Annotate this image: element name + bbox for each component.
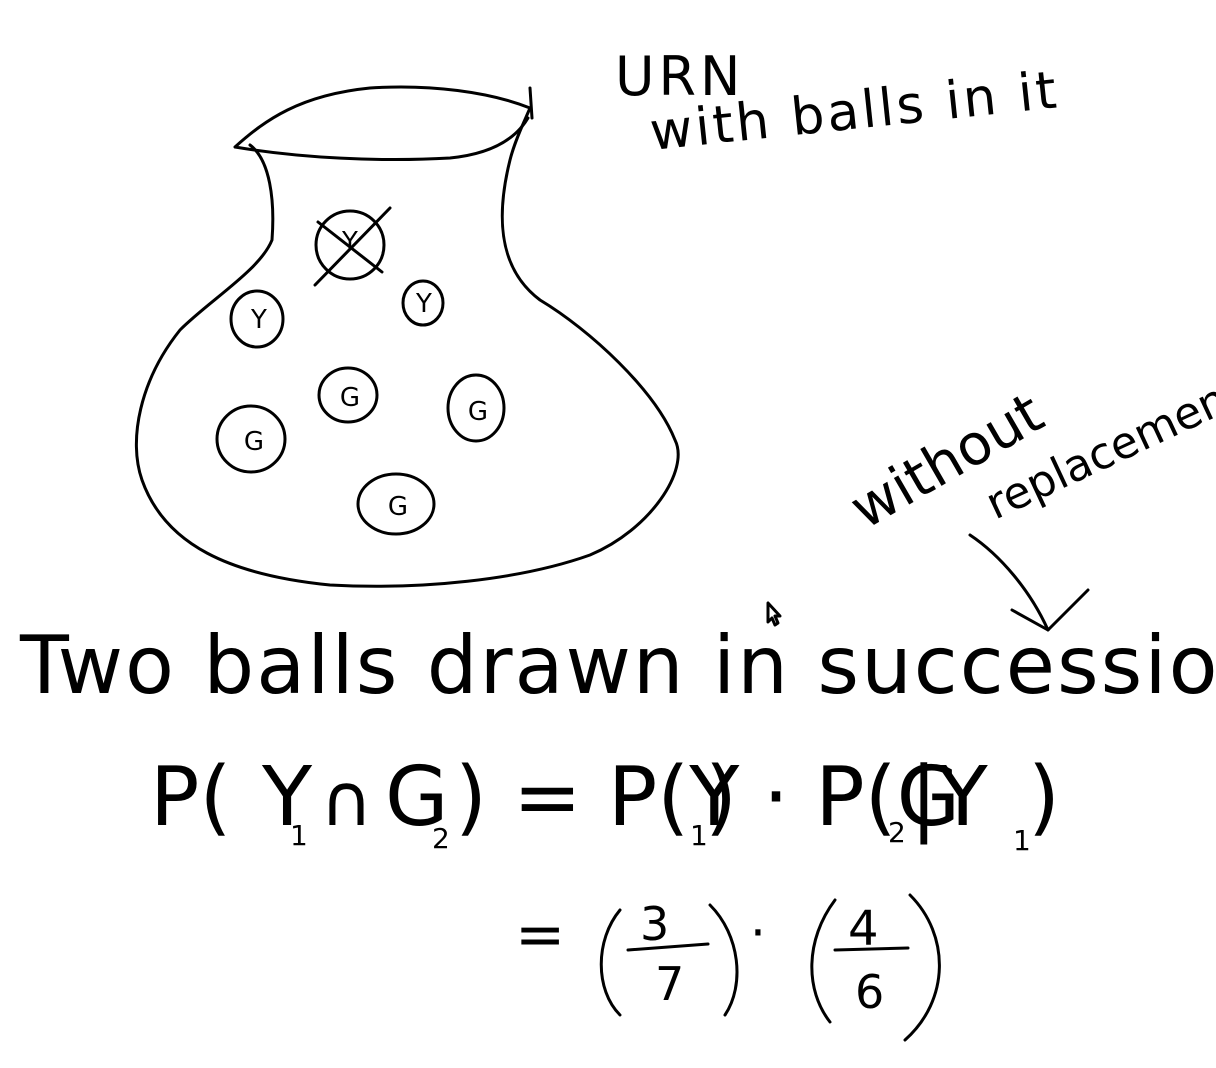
- ball-y-crossed: Y: [313, 206, 392, 287]
- ball-y: Y: [401, 279, 445, 327]
- urn-drawing: [134, 85, 680, 588]
- eq2-dot: ·: [750, 904, 766, 962]
- frac2-denominator: 6: [855, 965, 884, 1019]
- ball-y: Y: [229, 289, 285, 349]
- urn-title: URN: [615, 45, 744, 108]
- equation-line-1: P( Y 1 ∩ G 2 ) = P(Y 1 ) · P(G 2 |Y 1 ): [150, 750, 1060, 857]
- equation-line-2: = 3 7 · 4 6: [515, 893, 941, 1042]
- eq1-rhs-sub: 1: [690, 819, 708, 852]
- eq1-rhs4: ): [1028, 750, 1060, 845]
- ball-label: G: [468, 397, 488, 427]
- ball-label: G: [244, 427, 264, 457]
- eq1-y: Y: [261, 750, 313, 845]
- frac1-numerator: 3: [640, 897, 669, 951]
- heading-text: Two balls drawn in succession,: [19, 619, 1216, 712]
- eq1-rhs2: ) · P(G: [705, 750, 960, 845]
- eq1-cap: ∩: [320, 758, 373, 842]
- ball-label: Y: [250, 305, 267, 335]
- ball-g: G: [446, 373, 506, 443]
- eq2-equals: =: [515, 900, 565, 970]
- eq1-g-sub: 2: [432, 822, 450, 855]
- eq1-rhs2-sub: 2: [888, 816, 906, 849]
- ball-g: G: [356, 472, 436, 536]
- ball-g: G: [317, 366, 379, 424]
- ball-label: G: [388, 492, 408, 522]
- eq1-rhs: ) = P(Y: [455, 750, 740, 845]
- mouse-cursor-icon: [766, 601, 782, 627]
- ball-label: Y: [415, 289, 432, 319]
- eq1-rhs3: |Y: [910, 750, 989, 845]
- eq1-lhs-p: P(: [150, 750, 231, 845]
- ball-g: G: [215, 404, 287, 474]
- frac1-denominator: 7: [655, 957, 684, 1011]
- arrow-icon: [968, 533, 1090, 632]
- eq1-rhs3-sub: 1: [1013, 824, 1031, 857]
- ball-label: G: [340, 383, 360, 413]
- eq1-y-sub: 1: [290, 819, 308, 852]
- eq1-g: G: [385, 750, 449, 845]
